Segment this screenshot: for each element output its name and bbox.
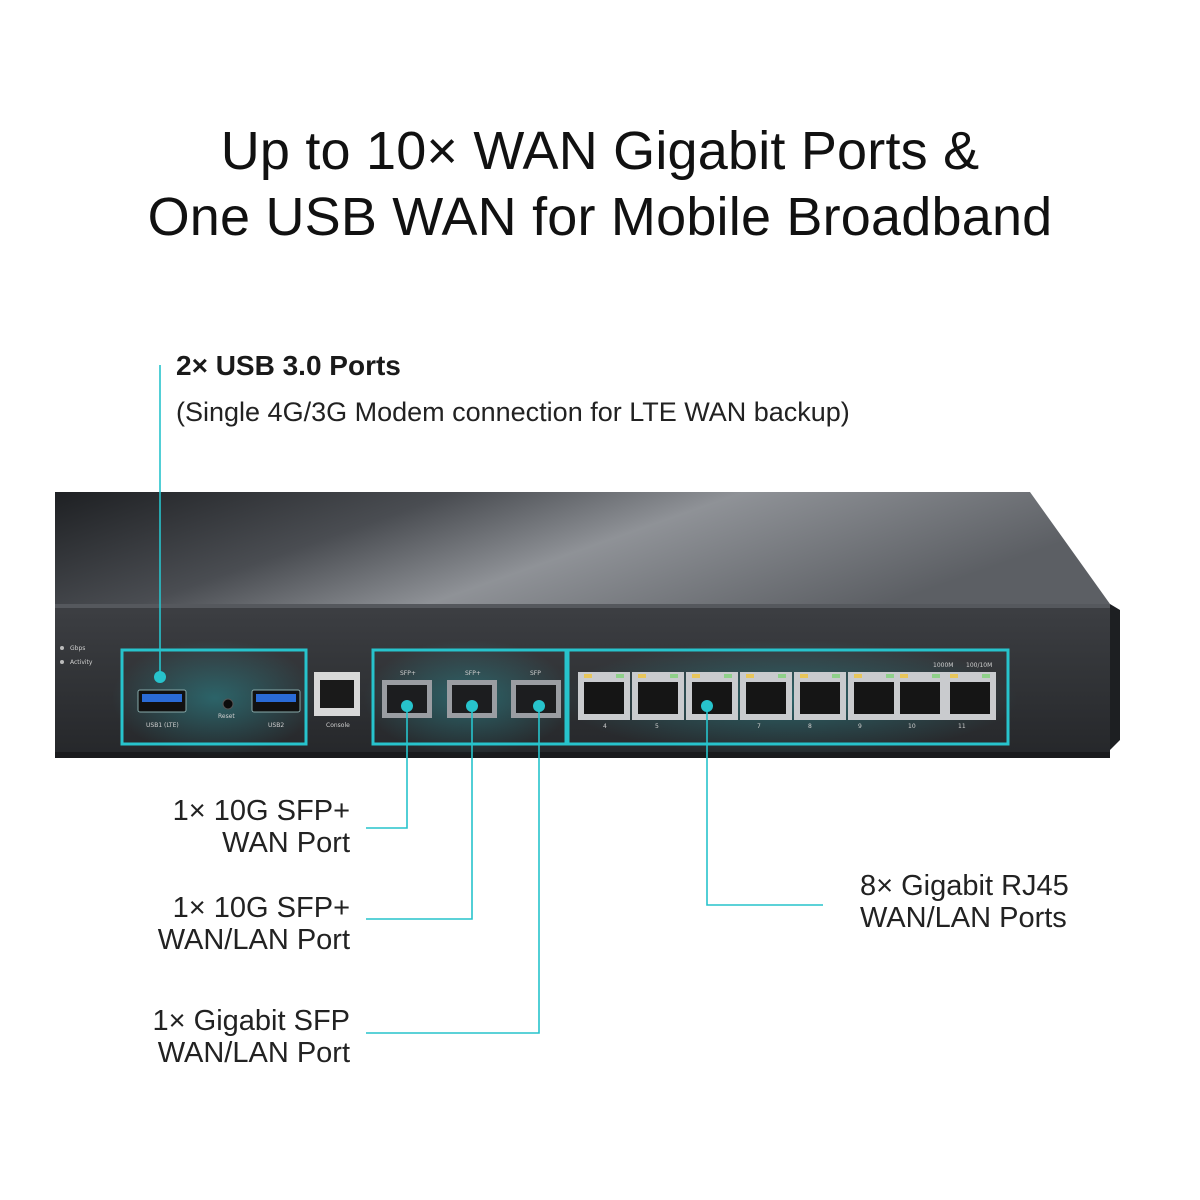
label-sfp-wanlan: 1× 10G SFP+ WAN/LAN Port [90,892,350,956]
port-number: 8 [808,723,812,730]
rj45-port-opening [746,682,786,714]
sfp-plus-1-label: SFP+ [400,670,416,677]
sfp-plus-2-label: SFP+ [465,670,481,677]
label-line: WAN/LAN Port [157,1037,350,1069]
port-number: 11 [958,723,966,730]
port-number: 9 [858,723,862,730]
label-line: 1× Gigabit SFP [152,1005,350,1037]
rj45-port-opening [584,682,624,714]
usb-callout-title: 2× USB 3.0 Ports [176,350,401,381]
port-number: 4 [603,723,607,730]
headline-line-1: Up to 10× WAN Gigabit Ports & [220,121,980,181]
rj45-highlight-box [566,648,1010,746]
usb1-port-tongue [142,694,182,702]
usb1-label: USB1 (LTE) [146,722,179,729]
label-rj45: 8× Gigabit RJ45 WAN/LAN Ports [860,870,1160,934]
rj45-port-opening [638,682,678,714]
callout-lines [159,365,823,1034]
usb-highlight-box [120,648,308,746]
sfp-label: SFP [530,670,541,677]
headline-line-2: One USB WAN for Mobile Broadband [147,187,1053,247]
gigabit-sfp-callout-line [366,706,540,1034]
sfp-wanlan-callout-dot [466,700,478,712]
speed-100-label: 100/10M [966,662,993,669]
led-label-gbps: Gbps [70,645,86,652]
label-gigabit-sfp: 1× Gigabit SFP WAN/LAN Port [90,1005,350,1069]
sfp-wan-callout-dot [401,700,413,712]
port-number: 10 [908,723,916,730]
reset-button[interactable] [222,698,234,710]
led-label-activity: Activity [70,659,93,666]
label-line: WAN/LAN Port [157,924,350,956]
usb2-label: USB2 [268,722,285,729]
console-port-opening [320,680,354,708]
sfp-highlight-box [371,648,568,746]
rj45-port-group [578,672,996,720]
label-sfp-wan: 1× 10G SFP+ WAN Port [90,795,350,859]
callout-dots [154,671,713,712]
rj45-callout-dot [701,700,713,712]
sfp-wanlan-callout-line [366,706,473,920]
led-dot [60,660,64,664]
gigabit-sfp-callout-dot [533,700,545,712]
rj45-callout-line [706,706,823,906]
led-dot [60,646,64,650]
label-line: WAN/LAN Ports [860,902,1067,934]
rj45-port-opening [950,682,990,714]
sfp-wan-callout-line [366,706,408,829]
port-number: 7 [757,723,761,730]
rj45-port-opening [800,682,840,714]
port-leds [584,674,990,678]
reset-label: Reset [218,713,235,720]
label-line: 1× 10G SFP+ [172,892,350,924]
rj45-port-opening [854,682,894,714]
label-line: WAN Port [222,827,350,859]
chassis-side [1110,604,1120,750]
usb-callout-dot [154,671,166,683]
label-line: 8× Gigabit RJ45 [860,870,1069,902]
port-number: 5 [655,723,659,730]
front-panel-edge [55,604,1110,608]
speed-1000-label: 1000M [933,662,954,669]
usb2-port-tongue [256,694,296,702]
usb-callout-subtitle: (Single 4G/3G Modem connection for LTE W… [176,397,850,427]
console-label: Console [326,722,350,729]
rj45-port-opening [900,682,940,714]
chassis-top [55,492,1110,604]
label-line: 1× 10G SFP+ [172,795,350,827]
